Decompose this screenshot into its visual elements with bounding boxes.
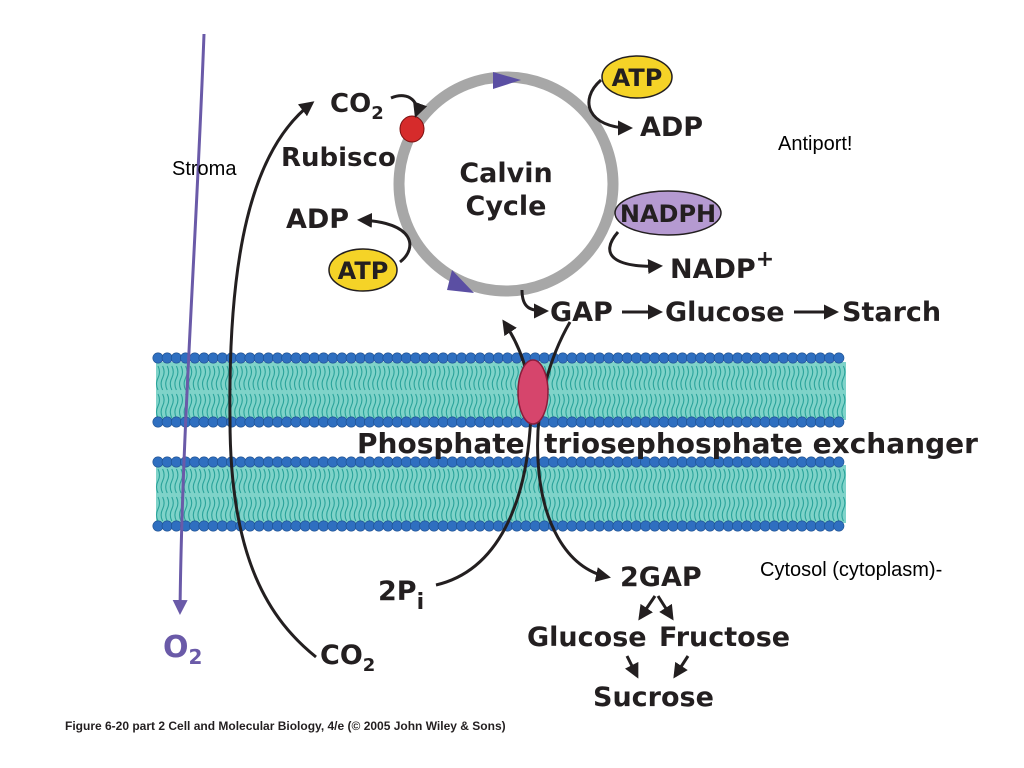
fructose-to-sucrose-arrow: [673, 655, 690, 679]
2gap-to-fructose-arrow: [656, 595, 674, 621]
2gap-label: 2GAP: [620, 562, 702, 593]
thylakoid-membrane-lower: [152, 456, 846, 532]
calvin-label: Calvin: [459, 158, 552, 189]
rubisco-label: Rubisco: [281, 143, 396, 173]
thylakoid-membrane-upper: [152, 352, 846, 428]
cycle-direction-arrow-bottom: [447, 270, 474, 293]
o2-diffusion-arrow: [172, 33, 206, 615]
sucrose-label: Sucrose: [593, 682, 714, 713]
co2-to-rubisco-arrow: [390, 94, 428, 118]
triosephosphate-exchanger-icon: [517, 359, 549, 425]
fructose-label: Fructose: [659, 622, 790, 653]
adp-left-label: ADP: [286, 204, 349, 235]
antiport-label: Antiport!: [778, 133, 852, 155]
nadph-oval: [614, 190, 722, 236]
cycle-to-gap-arrow: [520, 289, 549, 319]
2gap-to-glucose-arrow: [638, 595, 657, 621]
nadph-label: NADPH: [620, 200, 716, 228]
pi-to-stroma-arrow: [435, 319, 533, 587]
gap-to-cytosol-arrow: [536, 321, 611, 582]
lipid-tails-upper: [155, 365, 846, 419]
starch-label: Starch: [842, 297, 941, 328]
glucose-top-label: Glucose: [665, 297, 785, 328]
cycle-label: Cycle: [466, 191, 547, 222]
glucose-to-sucrose-arrow: [624, 655, 639, 679]
nadph-to-nadp-arrow: [608, 231, 663, 275]
gap-label: GAP: [550, 297, 613, 328]
exchanger-label: Phosphate triosephosphate exchanger: [357, 427, 978, 460]
o2-label: O2: [163, 630, 202, 669]
adp-top-label: ADP: [640, 112, 703, 143]
stroma-label: Stroma: [172, 158, 237, 180]
nadp-label: NADP+: [670, 247, 774, 285]
co2-top-label: CO2: [330, 89, 384, 124]
atp-oval-left: [328, 248, 398, 292]
glucose-bottom-label: Glucose: [527, 622, 647, 653]
atp-to-adp-arrow-top: [587, 78, 633, 136]
co2-bottom-label: CO2: [320, 640, 375, 676]
lipid-heads-upper-bottom: [152, 416, 845, 428]
lipid-heads-lower-bottom: [152, 520, 845, 532]
cycle-direction-arrow-top: [493, 72, 521, 89]
co2-cytosol-to-stroma-arrow: [228, 101, 317, 659]
atp-left-label: ATP: [338, 257, 389, 285]
atp-top-label: ATP: [612, 64, 663, 92]
atp-oval-top: [601, 55, 673, 99]
figure-caption: Figure 6-20 part 2 Cell and Molecular Bi…: [65, 719, 506, 733]
cytosol-label: Cytosol (cytoplasm)-: [760, 559, 942, 581]
atp-to-adp-arrow-left: [357, 212, 412, 264]
lipid-tails-lower: [155, 468, 846, 522]
lipid-heads-upper-top: [152, 352, 845, 364]
rubisco-enzyme-icon: [399, 115, 425, 143]
pi-label: 2Pi: [378, 576, 424, 615]
